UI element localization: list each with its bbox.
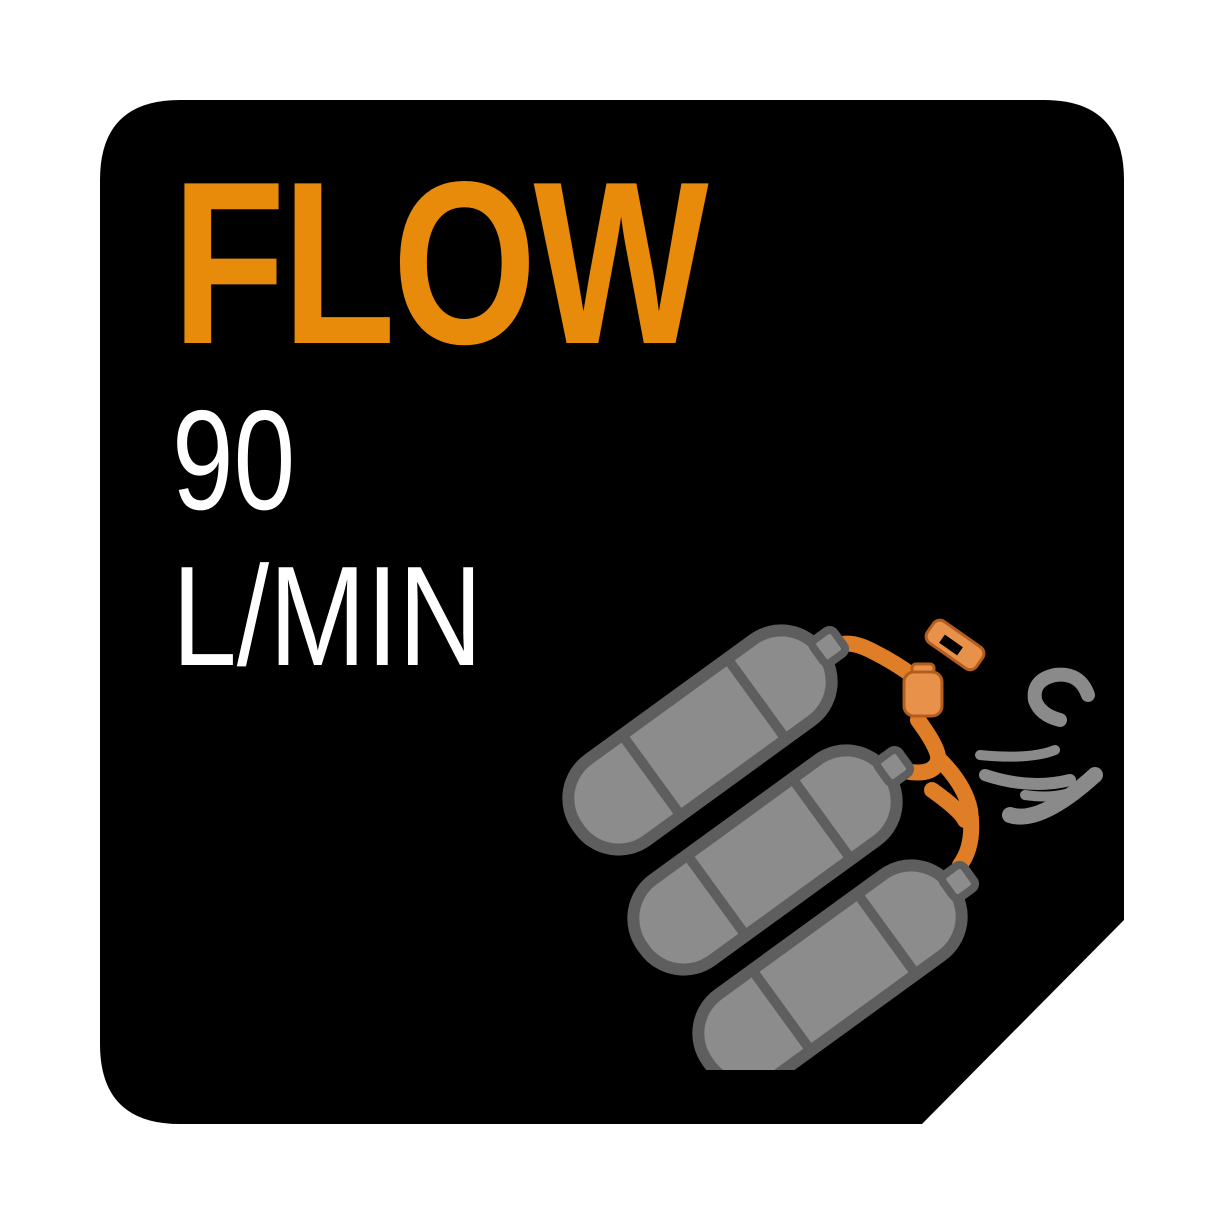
gas-cylinders-flow-icon (562, 618, 1103, 1070)
cylinder-1-icon (562, 624, 849, 856)
badge-panel (100, 100, 1124, 1124)
cylinder-2-icon (627, 744, 914, 976)
badge-title: FLOW (172, 134, 709, 393)
valve-icon (902, 618, 986, 718)
flow-value: 90 (172, 381, 296, 540)
cylinder-3-icon (692, 859, 979, 1070)
gas-swirl-icon (975, 667, 1103, 825)
flow-unit: L/MIN (172, 537, 483, 696)
